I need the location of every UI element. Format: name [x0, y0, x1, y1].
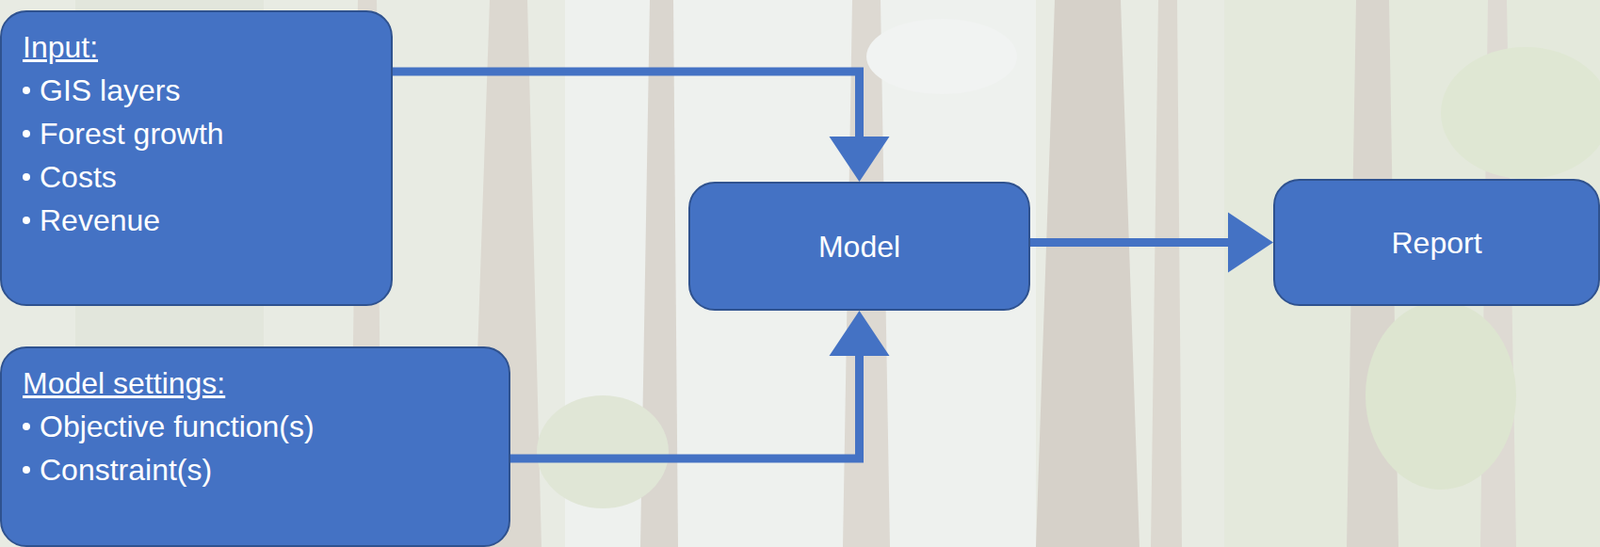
box-label: Report — [1390, 224, 1482, 262]
box-label: Model — [818, 227, 901, 266]
process-box: Model — [688, 181, 1031, 311]
flow-arrow — [1030, 212, 1274, 274]
arrow-line — [1030, 238, 1229, 247]
bullet-dot — [22, 466, 31, 474]
arrow-head — [829, 310, 890, 356]
output-box: Report — [1273, 178, 1600, 307]
arrow-line — [510, 355, 860, 459]
bullet-row: GIS layers — [22, 68, 369, 113]
box-heading: Input: — [22, 25, 369, 69]
bullet-text: Objective function(s) — [39, 404, 315, 449]
bullet-dot — [22, 216, 31, 225]
flow-arrow — [510, 310, 890, 459]
bullet-text: Revenue — [39, 198, 161, 243]
bullet-row: Costs — [22, 155, 369, 199]
box-heading: Model settings: — [22, 361, 486, 405]
bullet-text: Costs — [39, 155, 117, 199]
input-box: Input:GIS layersForest growthCostsRevenu… — [0, 10, 393, 307]
settings-box: Model settings:Objective function(s)Cons… — [0, 346, 511, 547]
bullet-text: GIS layers — [39, 68, 180, 113]
bullet-dot — [22, 173, 31, 181]
flow-arrow — [392, 71, 890, 182]
bullet-row: Objective function(s) — [22, 404, 486, 449]
bullet-text: Forest growth — [39, 112, 225, 156]
arrow-line — [392, 71, 860, 137]
arrow-head — [1228, 212, 1274, 274]
bullet-row: Constraint(s) — [22, 448, 486, 492]
bullet-dot — [22, 422, 31, 431]
bullet-row: Revenue — [22, 198, 369, 243]
bullet-row: Forest growth — [22, 112, 369, 156]
bullet-text: Constraint(s) — [39, 448, 212, 492]
bullet-dot — [22, 129, 31, 138]
arrow-head — [829, 136, 890, 182]
bullet-dot — [22, 86, 31, 95]
